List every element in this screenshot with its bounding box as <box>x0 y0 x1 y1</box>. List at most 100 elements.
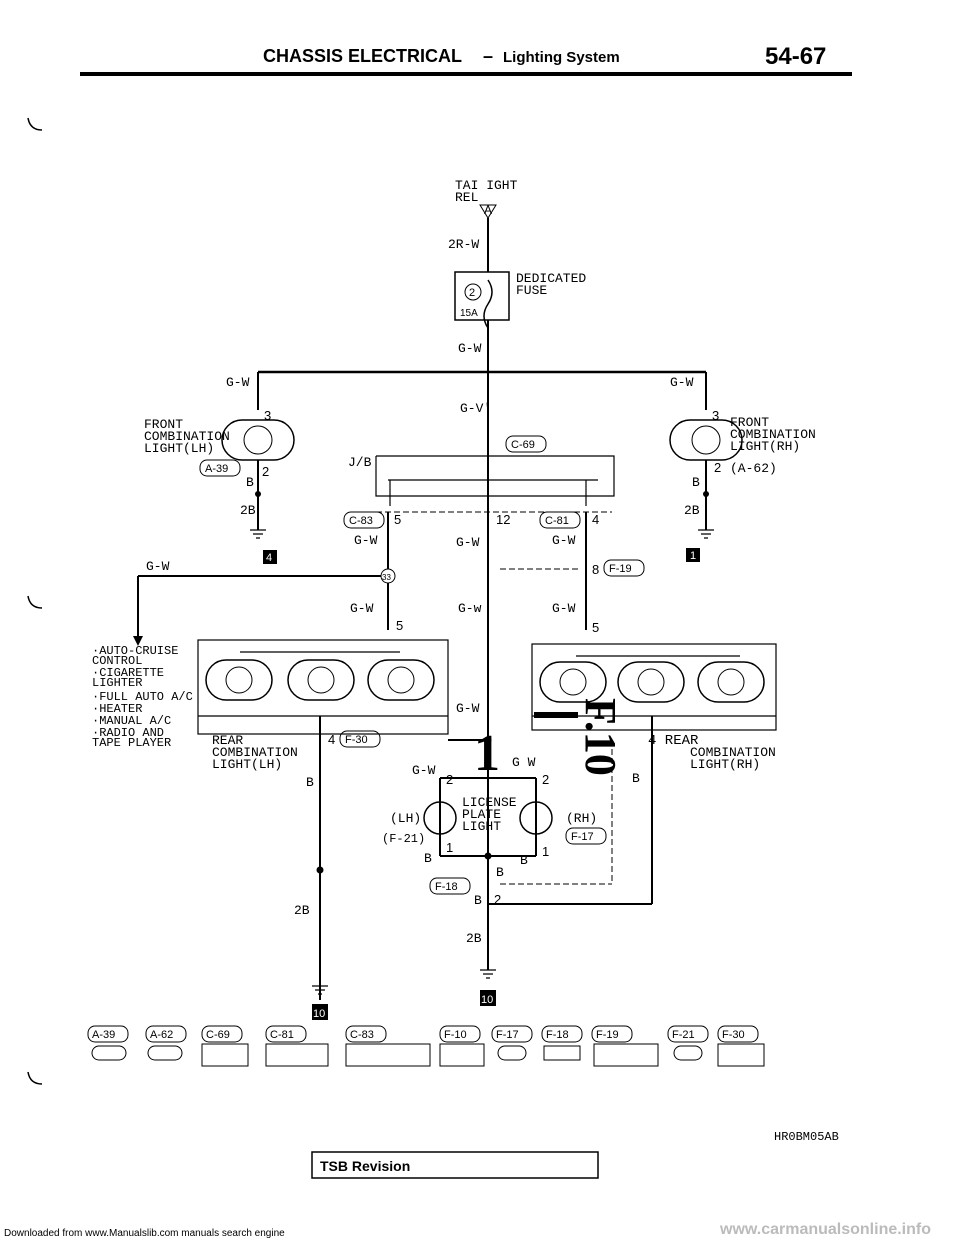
legend-f19-plug <box>593 1043 659 1067</box>
relay-label-1: TAI IGHT <box>455 178 518 193</box>
front-lh-label-2: COMBINATION <box>144 429 230 444</box>
legend-a39-plug <box>91 1045 127 1061</box>
illum-item: ·HEATER <box>92 702 142 716</box>
ground-symbol <box>480 969 496 979</box>
legend-c69-plug <box>201 1043 249 1067</box>
legend-f18: F-18 <box>546 1029 569 1041</box>
wire-label-gw-c83: G-W <box>354 533 378 548</box>
wire-label-b-right: B <box>692 475 700 490</box>
fuse-amp: 15A <box>460 308 478 319</box>
drawing-code: HR0BM05AB <box>774 1130 839 1144</box>
legend-f21-plug <box>673 1045 703 1061</box>
wire-label-2b-bot-l: 2B <box>294 903 310 918</box>
legend-c81: C-81 <box>270 1029 294 1041</box>
front-lh-label-3: LIGHT(LH) <box>144 441 214 456</box>
rear-rh-lamp-1 <box>539 661 607 703</box>
connector-c81: C-81 <box>545 515 569 527</box>
lic-rh-bulb <box>519 801 553 835</box>
wire-label-gw-branch: G-W <box>146 559 170 574</box>
wire-label-b-lic-r: B <box>520 853 528 868</box>
legend-c83-plug <box>345 1043 431 1067</box>
ground-1-box <box>686 548 700 562</box>
wire-label-b-f18: B <box>474 893 482 908</box>
pin-12: 12 <box>496 512 510 527</box>
rear-lh-label-3: LIGHT(LH) <box>212 757 282 772</box>
rear-lh-bulb-2 <box>307 666 335 694</box>
legend-a62-plug <box>147 1045 183 1061</box>
ground-symbol <box>698 529 714 539</box>
pin-2-left: 2 <box>262 464 269 479</box>
ground-1: 1 <box>690 550 696 562</box>
fuse-label-2: FUSE <box>516 283 547 298</box>
fuse-number: 2 <box>469 287 475 299</box>
illum-item: TAPE PLAYER <box>92 736 171 750</box>
legend-a39: A-39 <box>92 1029 115 1041</box>
connector-legend: A-39 A-62 C-69 C-81 C-83 F-10 F-17 F-18 … <box>87 1025 765 1067</box>
wire-label-gw-lic: G-W <box>412 763 436 778</box>
wire-label-gw-33: G-W <box>350 601 374 616</box>
stamp-big-1: 1 <box>474 725 500 782</box>
rear-rh-label-1: 4 REAR <box>648 733 699 749</box>
relay-terminal: A <box>484 203 492 217</box>
legend-c83-tag <box>345 1025 387 1043</box>
fuse-label-1: DEDICATED <box>516 271 586 286</box>
splice-front-rh <box>703 491 709 497</box>
lic-label-3: LIGHT <box>462 819 501 834</box>
legend-f19-tag <box>591 1025 633 1043</box>
lic-lh-bulb <box>423 801 457 835</box>
arrow-illum <box>133 636 143 646</box>
front-rh-bulb <box>691 425 721 455</box>
legend-c69: C-69 <box>206 1029 230 1041</box>
front-rh-label-1: FRONT <box>730 415 769 430</box>
wire-label-b-rear-l: B <box>306 775 314 790</box>
wire-label-gw-c81: G-W <box>552 533 576 548</box>
rear-rh-label-2: COMBINATION <box>690 745 776 760</box>
ground-10b: 10 <box>481 994 493 1006</box>
pin-4: 4 <box>592 512 599 527</box>
pin-5b: 5 <box>396 618 403 633</box>
pin-4b: 4 <box>328 732 335 747</box>
splice-rear-lh <box>316 866 324 874</box>
legend-c83: C-83 <box>350 1029 374 1041</box>
wire-label-gw-lic2: G W <box>512 755 536 770</box>
header-title-main: CHASSIS ELECTRICAL <box>263 46 462 66</box>
fuse-element <box>483 279 493 329</box>
front-rh-label-2: COMBINATION <box>730 427 816 442</box>
ground-10a-box <box>312 1004 328 1020</box>
legend-f19: F-19 <box>596 1029 619 1041</box>
tsb-revision: TSB Revision <box>320 1158 410 1174</box>
illum-item: ·CIGARETTE <box>92 666 164 680</box>
lic-rh: (RH) <box>566 811 597 826</box>
legend-c81-tag <box>265 1025 307 1043</box>
ground-10a: 10 <box>313 1008 325 1020</box>
legend-f21: F-21 <box>672 1029 695 1041</box>
illum-item: LIGHTER <box>92 676 142 690</box>
rear-lh-label-1: REAR <box>212 733 243 748</box>
legend-a62: A-62 <box>150 1029 173 1041</box>
wire-label-gw-right2: G-W <box>552 601 576 616</box>
wire-label-gw-left: G-W <box>226 375 250 390</box>
wire-label-b-lic-l: B <box>424 851 432 866</box>
splice-center <box>484 736 492 744</box>
ground-4-box <box>263 550 277 564</box>
connector-a39-box <box>199 459 241 477</box>
wire-label-gw-main: G-W <box>458 341 482 356</box>
wire-label-gw-right: G-W <box>670 375 694 390</box>
rear-rh-marker <box>534 712 578 718</box>
illum-item: ·FULL AUTO A/C <box>92 690 193 704</box>
wire-label-2rw: 2R-W <box>448 237 479 252</box>
connector-c81-box <box>539 511 581 529</box>
connector-f18-box <box>429 877 471 895</box>
page-number: 54-67 <box>765 43 826 70</box>
rear-lh-label-2: COMBINATION <box>212 745 298 760</box>
header-title-sep: – <box>483 46 493 66</box>
front-lh-label-1: FRONT <box>144 417 183 432</box>
watermark: www.carmanualsonline.info <box>719 1221 931 1238</box>
lic-lh: (LH) <box>390 811 421 826</box>
connector-c69-box <box>505 435 547 453</box>
front-rh-label-3: LIGHT(RH) <box>730 439 800 454</box>
margin-mark <box>27 1071 43 1085</box>
pin-2b: 2 <box>542 772 549 787</box>
legend-f17-tag <box>491 1025 533 1043</box>
illum-item: ·MANUAL A/C <box>92 714 171 728</box>
